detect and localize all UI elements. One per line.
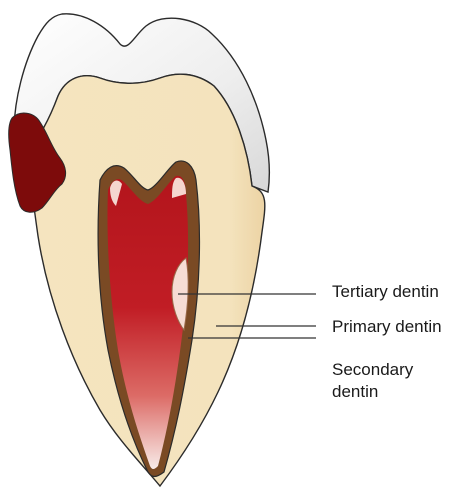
- tertiary-dentin-label: Tertiary dentin: [332, 282, 439, 302]
- secondary-dentin-label-line2: dentin: [332, 382, 378, 402]
- secondary-dentin-label-line1: Secondary: [332, 360, 413, 380]
- primary-dentin-label: Primary dentin: [332, 317, 442, 337]
